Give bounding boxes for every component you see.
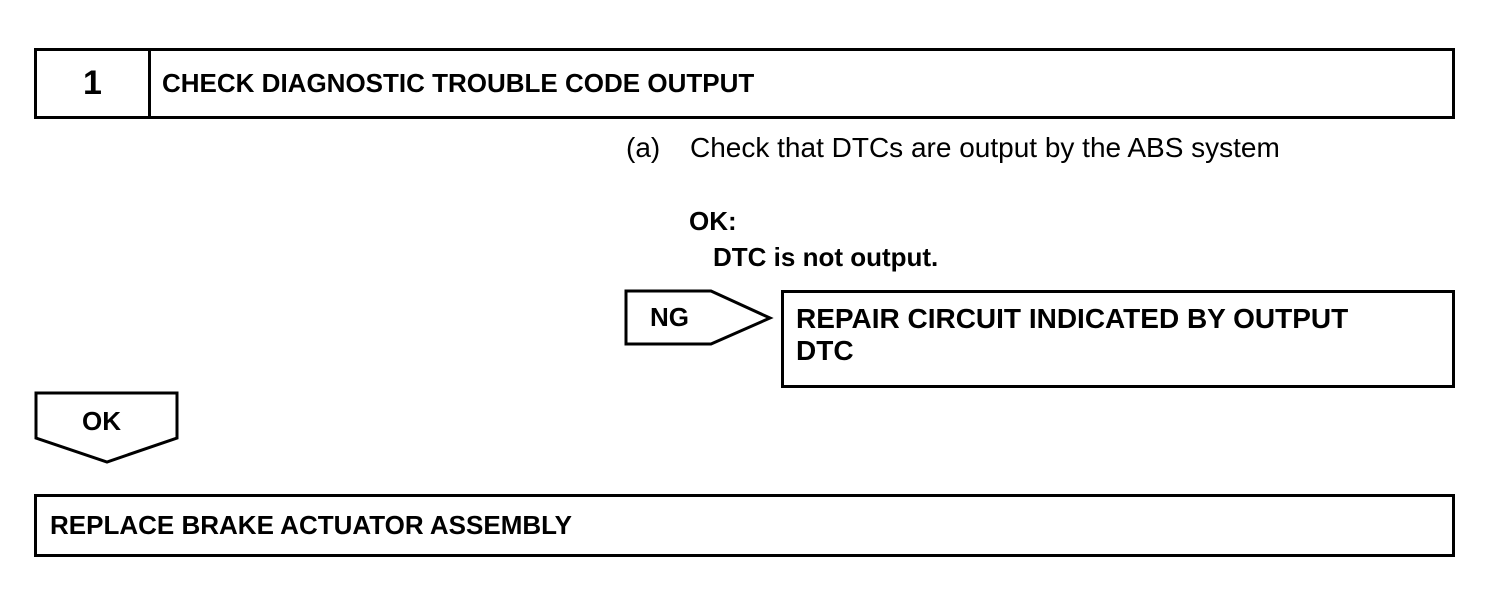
step-header-box: 1 CHECK DIAGNOSTIC TROUBLE CODE OUTPUT [34,48,1455,119]
ok-action-text: REPLACE BRAKE ACTUATOR ASSEMBLY [50,510,572,540]
instruction-line: (a) Check that DTCs are output by the ABS… [626,132,1280,164]
instruction-letter: (a) [626,132,661,163]
step-number: 1 [37,51,151,116]
ok-spec-heading: OK: [689,206,737,236]
instruction-text: Check that DTCs are output by the ABS sy… [690,132,1280,163]
ng-arrow-label: NG [650,302,689,332]
step-title: CHECK DIAGNOSTIC TROUBLE CODE OUTPUT [162,68,755,98]
ok-arrow-label: OK [82,406,121,436]
ng-action-line1: REPAIR CIRCUIT INDICATED BY OUTPUT [796,303,1349,334]
ng-arrow: NG [624,289,774,346]
ok-spec-condition: DTC is not output. [713,242,939,272]
ng-arrow-shape [624,289,774,346]
ok-action-box: REPLACE BRAKE ACTUATOR ASSEMBLY [34,494,1455,557]
ok-arrow-shape [34,391,179,464]
ng-action-line2: DTC [796,335,854,366]
ng-action-box: REPAIR CIRCUIT INDICATED BY OUTPUT DTC [781,290,1455,388]
ok-arrow: OK [34,391,179,464]
